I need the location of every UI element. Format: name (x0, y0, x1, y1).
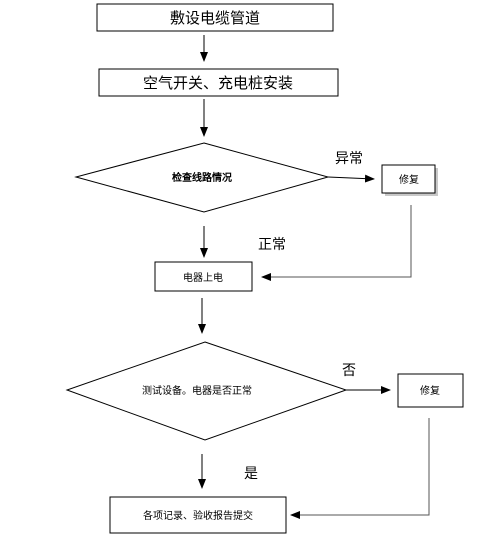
arrow-inspect-to-repair (327, 174, 375, 183)
node-install: 空气开关、充电桩安装 (98, 68, 339, 97)
node-record-label: 各项记录、验收报告提交 (143, 509, 253, 522)
arrow-repair1-to-power (261, 205, 412, 281)
node-lay-cable: 敷设电缆管道 (96, 3, 334, 32)
node-test-decision: 测试设备。电器是否正常 (65, 341, 348, 441)
node-record: 各项记录、验收报告提交 (109, 496, 287, 534)
node-repair-1-label: 修复 (399, 173, 419, 186)
edge-label-no: 否 (342, 363, 356, 379)
node-repair-1: 修复 (381, 164, 438, 196)
edge-label-normal: 正常 (258, 237, 286, 253)
node-power-on-label: 电器上电 (183, 271, 223, 284)
node-install-label: 空气开关、充电桩安装 (143, 74, 293, 92)
node-inspect-label: 检查线路情况 (172, 171, 232, 184)
node-power-on: 电器上电 (154, 261, 253, 292)
node-repair-2: 修复 (397, 373, 464, 408)
node-inspect-decision: 检查线路情况 (74, 142, 330, 213)
node-test-label: 测试设备。电器是否正常 (142, 384, 252, 397)
node-lay-cable-label: 敷设电缆管道 (170, 9, 260, 27)
arrow-repair2-to-record (290, 418, 430, 519)
edge-label-yes: 是 (244, 466, 258, 482)
node-repair-2-label: 修复 (420, 384, 440, 397)
edge-label-abnormal: 异常 (335, 151, 363, 167)
